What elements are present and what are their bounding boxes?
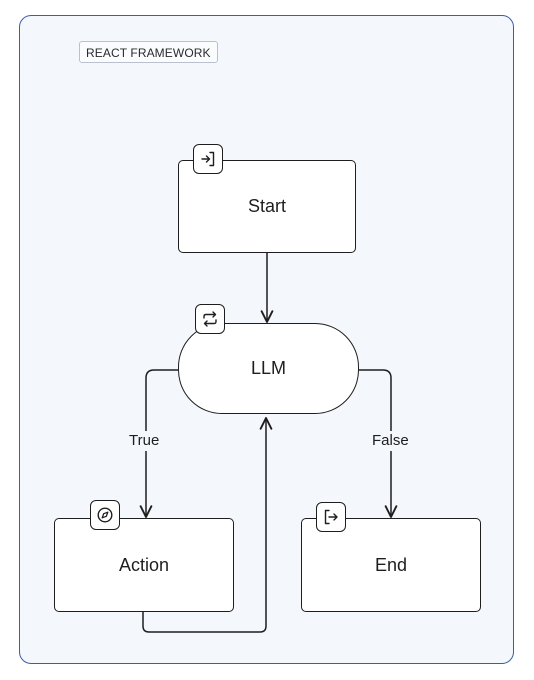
edge-action-to-llm bbox=[142, 417, 273, 633]
end-node-label: End bbox=[374, 554, 408, 575]
compass-icon bbox=[90, 500, 120, 530]
start-node-label: Start bbox=[247, 196, 286, 216]
sign-out-icon bbox=[316, 502, 346, 532]
edge-label-true: True bbox=[127, 431, 162, 451]
action-node[interactable]: Action bbox=[54, 518, 234, 612]
llm-node-label: LLM bbox=[250, 358, 286, 378]
llm-node[interactable]: LLM bbox=[178, 323, 359, 414]
start-node[interactable]: Start bbox=[178, 160, 356, 253]
frame-label: REACT FRAMEWORK bbox=[79, 41, 218, 63]
end-node[interactable]: End bbox=[301, 518, 481, 612]
edge-label-false: False bbox=[370, 431, 411, 451]
sign-in-icon bbox=[193, 144, 223, 174]
action-node-label: Action bbox=[118, 554, 170, 575]
edge-llm-to-end bbox=[359, 369, 398, 518]
edge-llm-to-action bbox=[139, 369, 178, 518]
repeat-icon bbox=[195, 304, 225, 334]
